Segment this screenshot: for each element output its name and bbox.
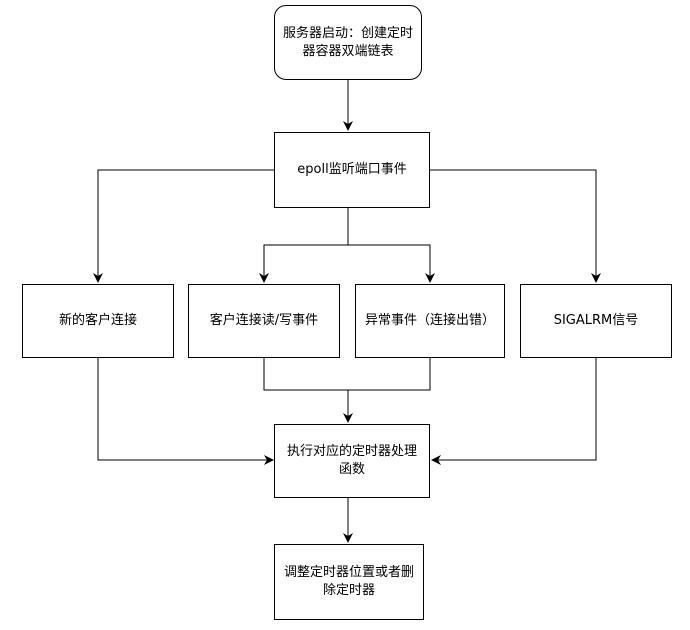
node-rw-event: 客户连接读/写事件 (188, 284, 340, 358)
node-error-event: 异常事件（连接出错） (355, 284, 505, 358)
arrow-epoll-to-sigalrm (430, 169, 601, 283)
node-adjust-timer: 调整定时器位置或者删除定时器 (274, 544, 424, 620)
arrow-epoll-to-error-event (348, 244, 435, 283)
node-sigalrm-signal: SIGALRM信号 (520, 284, 672, 358)
node-adjust-timer-label: 调整定时器位置或者删除定时器 (283, 565, 414, 598)
node-timer-handler-label: 执行对应的定时器处理函数 (286, 444, 417, 477)
arrow-epoll-to-rw-event (259, 244, 348, 283)
node-new-connection: 新的客户连接 (22, 284, 174, 358)
node-new-connection-label: 新的客户连接 (58, 313, 137, 328)
node-error-event-label: 异常事件（连接出错） (364, 313, 495, 328)
node-epoll-listen: epoll监听端口事件 (274, 132, 430, 208)
node-epoll-listen-label: epoll监听端口事件 (297, 162, 407, 177)
node-timer-handler: 执行对应的定时器处理函数 (274, 424, 430, 498)
arrow-sigalrm-to-handler (431, 358, 597, 465)
arrow-new-conn-to-handler (97, 358, 274, 465)
arrow-epoll-to-new-conn (93, 169, 274, 283)
node-server-start: 服务器启动：创建定时器容器双端链表 (274, 5, 422, 80)
node-rw-event-label: 客户连接读/写事件 (209, 313, 319, 328)
node-server-start-label: 服务器启动：创建定时器容器双端链表 (282, 25, 413, 59)
line-rw-merge (263, 358, 431, 391)
node-sigalrm-signal-label: SIGALRM信号 (553, 313, 639, 328)
